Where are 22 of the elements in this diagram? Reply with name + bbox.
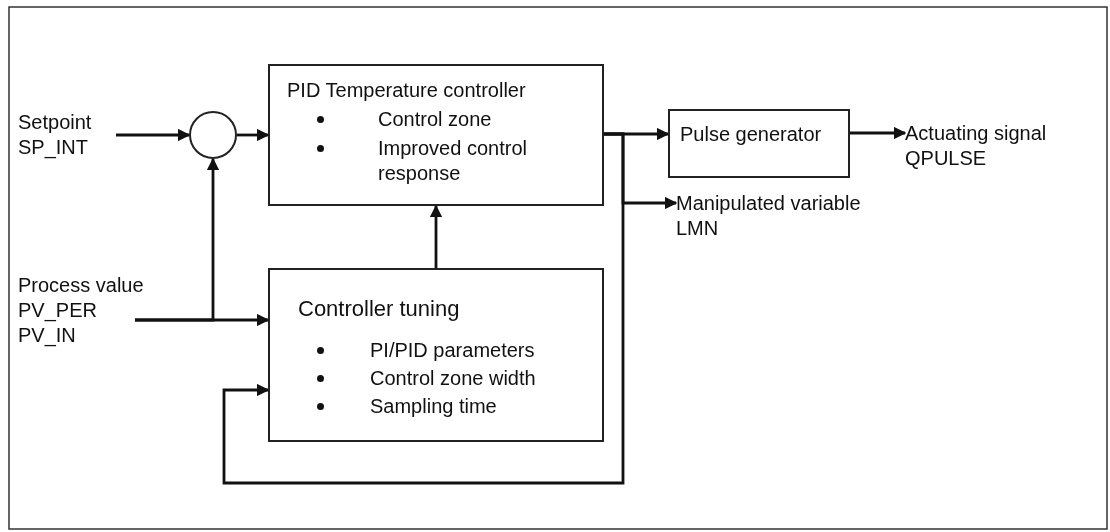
- summing-junction: [189, 111, 237, 159]
- process-box: [668, 109, 850, 178]
- list-item: Improved control response: [378, 136, 528, 186]
- controller-box: [268, 64, 604, 206]
- arrow: [850, 126, 907, 140]
- arrow: [237, 128, 270, 142]
- arrow: [429, 204, 443, 268]
- box-title: Controller tuning: [298, 296, 460, 321]
- signal-label: Process value PV_PER PV_IN: [18, 273, 148, 348]
- tuning-box: [268, 268, 604, 442]
- box-title: Pulse generator: [680, 122, 822, 147]
- list-item: Control zone: [378, 107, 493, 132]
- list-item: Sampling time: [370, 394, 498, 419]
- arrow: [222, 132, 625, 485]
- signal-label: Actuating signal QPULSE: [905, 121, 1085, 171]
- arrow: [135, 313, 270, 327]
- box-title: PID Temperature controller: [287, 78, 526, 103]
- list-item: Control zone width: [370, 366, 537, 391]
- arrow: [116, 128, 191, 142]
- signal-label: Manipulated variable LMN: [676, 191, 906, 241]
- signal-label: Setpoint SP_INT: [18, 110, 118, 160]
- list-item: PI/PID parameters: [370, 338, 536, 363]
